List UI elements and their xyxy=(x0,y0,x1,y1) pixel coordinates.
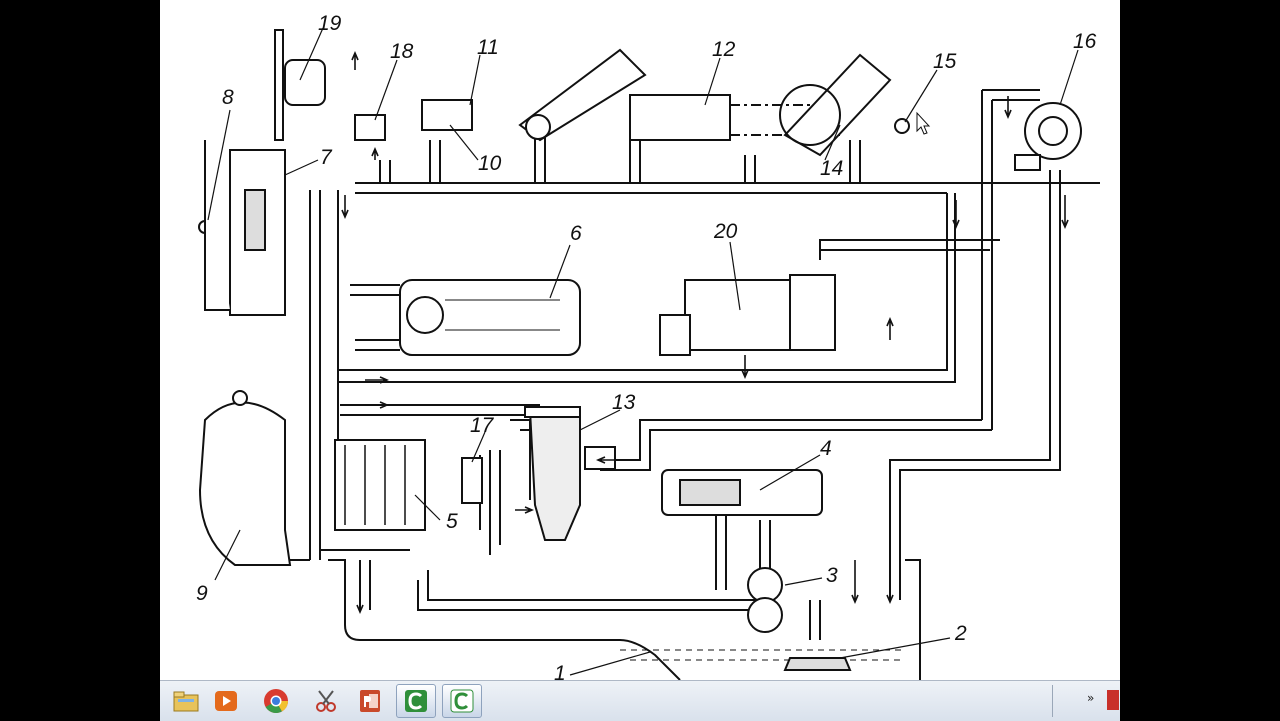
callout-16: 16 xyxy=(1073,30,1097,53)
callout-3: 3 xyxy=(826,564,838,587)
callout-13: 13 xyxy=(612,391,636,414)
callout-14: 14 xyxy=(820,157,843,180)
breather-cap xyxy=(232,390,248,406)
breather-9 xyxy=(198,401,292,566)
callout-1: 1 xyxy=(554,662,566,680)
main-gallery xyxy=(355,182,1100,194)
callout-6: 6 xyxy=(570,222,582,245)
oil-pump-3-top xyxy=(747,567,783,603)
filter-13 xyxy=(524,406,581,418)
callout-15: 15 xyxy=(933,50,957,73)
taskbar: » xyxy=(160,680,1120,721)
callout-5: 5 xyxy=(446,510,458,533)
callout-20: 20 xyxy=(713,220,738,243)
mouse-cursor-icon xyxy=(916,111,931,135)
callout-18: 18 xyxy=(390,40,414,63)
centrifuge-6 xyxy=(399,279,581,356)
callout-4: 4 xyxy=(820,437,832,460)
camtasia-recorder-button[interactable] xyxy=(442,684,482,718)
chrome-icon xyxy=(264,689,288,714)
callout-7: 7 xyxy=(320,146,333,169)
callout-11: 11 xyxy=(477,36,499,59)
powerpoint-icon xyxy=(360,690,380,712)
snipping-tool-icon xyxy=(316,690,336,712)
tray-separator xyxy=(1052,685,1053,717)
fuel-pump-20 xyxy=(684,279,801,351)
tray-app-icon[interactable] xyxy=(1107,690,1119,710)
media-player-icon xyxy=(215,691,237,711)
camtasia-icon xyxy=(405,690,427,712)
callout-17: 17 xyxy=(470,414,495,437)
valve-15 xyxy=(894,118,910,134)
valve-17 xyxy=(461,457,483,504)
camshaft-12 xyxy=(629,94,731,141)
camtasia-button[interactable] xyxy=(396,684,436,718)
tray-overflow-button[interactable]: » xyxy=(1087,691,1095,705)
callout-9: 9 xyxy=(196,582,208,605)
lubrication-diagram: 19 18 11 12 15 16 8 7 10 14 6 20 13 4 17… xyxy=(196,12,1100,680)
callout-19: 19 xyxy=(318,12,342,35)
callout-8: 8 xyxy=(222,86,234,109)
rocker-10 xyxy=(421,99,473,131)
media-player-button[interactable] xyxy=(206,684,246,718)
sump-outline xyxy=(328,559,681,680)
compressor-18 xyxy=(354,114,386,141)
callout-2: 2 xyxy=(954,622,967,645)
file-explorer-icon xyxy=(173,691,199,712)
document-viewer: 19 18 11 12 15 16 8 7 10 14 6 20 13 4 17… xyxy=(160,0,1120,680)
callout-10: 10 xyxy=(478,152,502,175)
oil-cooler-5 xyxy=(334,439,426,531)
file-explorer-button[interactable] xyxy=(166,684,206,718)
snipping-tool-button[interactable] xyxy=(306,684,346,718)
oil-intake-2 xyxy=(783,657,852,671)
camtasia-recorder-icon xyxy=(450,689,474,713)
powerpoint-button[interactable] xyxy=(350,684,390,718)
callout-12: 12 xyxy=(712,38,736,61)
chrome-button[interactable] xyxy=(256,684,296,718)
fan-19 xyxy=(274,29,284,141)
